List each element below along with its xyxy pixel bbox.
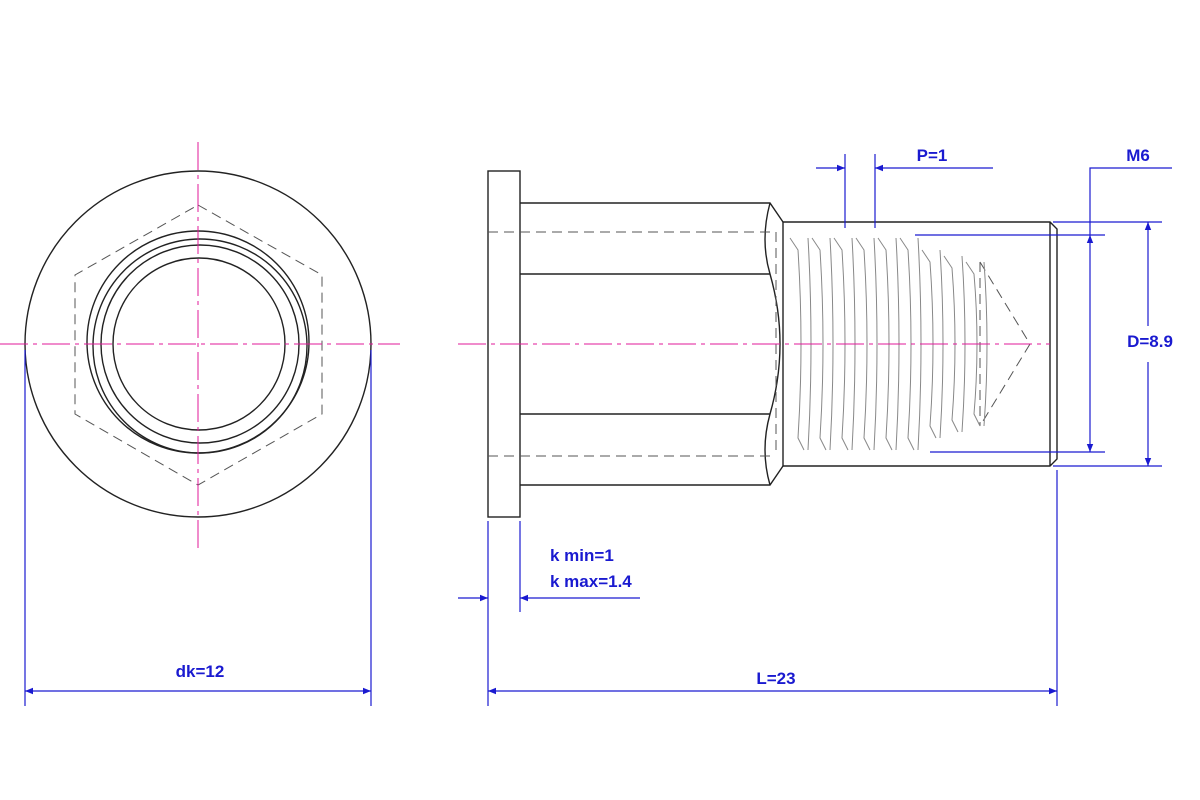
thread-turn <box>811 237 834 451</box>
k-min-label: k min=1 <box>550 546 614 565</box>
pitch-label: P=1 <box>917 146 948 165</box>
side-view <box>458 170 1058 518</box>
hex-body <box>520 202 784 486</box>
thread-label: M6 <box>1126 146 1150 165</box>
diameter-label: D=8.9 <box>1127 332 1173 351</box>
length-label: L=23 <box>756 669 795 688</box>
end-view <box>0 142 400 548</box>
k-max-label: k max=1.4 <box>550 572 632 591</box>
m6-leader <box>1089 167 1172 235</box>
bore-circle-2 <box>92 238 308 454</box>
dk-label: dk=12 <box>176 662 225 681</box>
thread-turn <box>855 237 878 451</box>
dimensions: dk=12 L=23 k min=1 k max=1.4 P=1 M6 D=8.… <box>24 146 1173 706</box>
